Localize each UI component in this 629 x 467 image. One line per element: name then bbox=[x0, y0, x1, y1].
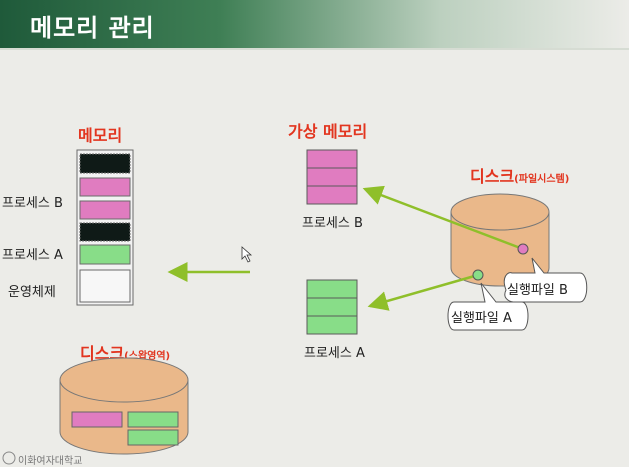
footer-university: 이화여자대학교 bbox=[18, 456, 83, 467]
university-logo-icon bbox=[2, 451, 16, 465]
disk-fs-heading-text: 디스크 bbox=[470, 167, 515, 186]
vm-a-page-2 bbox=[306, 297, 358, 317]
memory-block-os bbox=[79, 269, 131, 303]
disk-swap-subheading: (스왑영역) bbox=[124, 351, 171, 362]
memory-block-free-1 bbox=[79, 153, 131, 174]
memory-label-process-b: 프로세스 B bbox=[2, 196, 63, 211]
memory-block-process-a bbox=[79, 244, 131, 265]
callout-file-a bbox=[447, 282, 529, 331]
arrow-file-a-to-vm bbox=[367, 273, 479, 311]
memory-block-process-b-2 bbox=[79, 200, 131, 220]
memory-stack bbox=[76, 149, 134, 306]
slide-title: 메모리 관리 bbox=[30, 14, 155, 42]
vm-a-page-3 bbox=[306, 315, 358, 335]
memory-label-process-a: 프로세스 A bbox=[2, 248, 63, 263]
file-a-marker bbox=[472, 269, 484, 281]
vm-a-page-1 bbox=[306, 279, 358, 299]
swap-block-process-a-1 bbox=[127, 411, 179, 428]
memory-block-free-2 bbox=[79, 222, 131, 242]
virtual-memory-heading: 가상 메모리 bbox=[288, 122, 368, 141]
disk-swap bbox=[59, 357, 189, 455]
file-a-label: 실행파일 A bbox=[451, 311, 512, 326]
disk-swap-top bbox=[59, 357, 189, 403]
title-bar: 메모리 관리 bbox=[0, 0, 629, 50]
vm-label-process-b: 프로세스 B bbox=[302, 216, 363, 231]
vm-process-b-stack bbox=[306, 149, 358, 205]
vm-b-page-3 bbox=[306, 185, 358, 205]
disk-fs-heading: 디스크(파일시스템) bbox=[470, 163, 569, 187]
file-b-marker bbox=[517, 243, 529, 255]
disk-fs-top bbox=[450, 193, 550, 231]
vm-b-page-2 bbox=[306, 167, 358, 187]
vm-b-page-1 bbox=[306, 149, 358, 169]
file-b-label: 실행파일 B bbox=[507, 283, 568, 298]
memory-heading: 메모리 bbox=[78, 126, 123, 145]
mouse-cursor-icon bbox=[241, 246, 253, 263]
vm-process-a-stack bbox=[306, 279, 358, 335]
memory-block-process-b-1 bbox=[79, 177, 131, 197]
vm-label-process-a: 프로세스 A bbox=[304, 346, 365, 361]
swap-block-process-b bbox=[71, 411, 123, 428]
disk-fs-subheading: (파일시스템) bbox=[514, 174, 570, 185]
swap-block-process-a-2 bbox=[127, 429, 179, 446]
disk-filesystem bbox=[450, 193, 550, 287]
arrow-file-b-to-vm bbox=[362, 185, 524, 251]
memory-label-os: 운영체제 bbox=[8, 285, 56, 300]
